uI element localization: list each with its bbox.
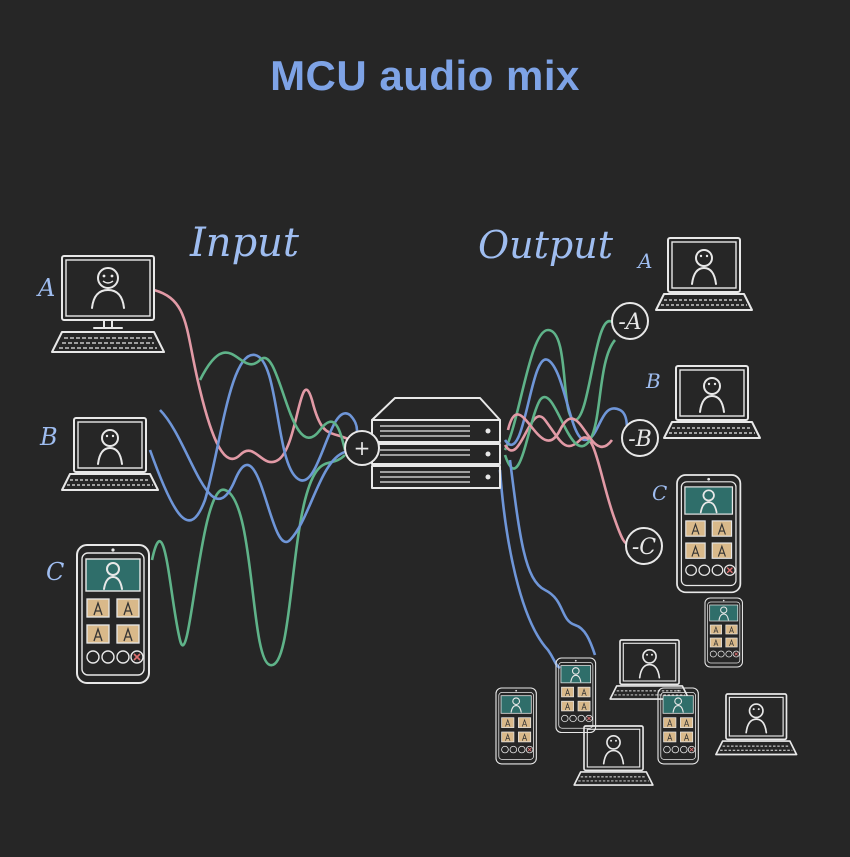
page-title: MCU audio mix <box>270 52 580 99</box>
input-laptop-b <box>61 417 159 491</box>
phone-icon <box>76 544 150 684</box>
phone-icon <box>555 657 597 734</box>
laptop-icon <box>663 365 761 439</box>
mix-a-label: -A <box>618 310 641 335</box>
phone-icon <box>657 687 699 765</box>
phone-icon <box>676 474 742 594</box>
output-label: Output <box>478 223 614 267</box>
mixer-plus-icon: + <box>344 430 380 466</box>
output-mix-a: -A <box>611 302 649 340</box>
input-phone-c <box>76 544 150 684</box>
input-laptop-a <box>51 255 165 353</box>
mix-c-label: -C <box>632 535 656 560</box>
phone-icon <box>704 597 743 668</box>
output-phone-c <box>676 474 742 594</box>
output-laptop-b <box>663 365 761 439</box>
mix-b-label: -B <box>628 427 652 452</box>
laptop-icon <box>61 417 159 491</box>
input-a-label: A <box>36 274 55 302</box>
output-waves <box>498 319 631 670</box>
laptop-icon <box>573 725 654 786</box>
output-mix-c: -C <box>625 527 663 565</box>
laptop-icon <box>655 237 753 311</box>
output-c-label: C <box>652 481 667 505</box>
laptop-icon <box>51 255 165 353</box>
phone-icon <box>495 687 537 765</box>
laptop-icon <box>715 693 798 756</box>
input-b-label: B <box>39 423 58 451</box>
mcu-server: + <box>344 397 501 489</box>
participant-crowd <box>495 597 798 786</box>
output-b-label: B <box>645 369 661 393</box>
output-mix-b: -B <box>621 419 659 457</box>
input-label: Input <box>189 220 300 266</box>
output-laptop-a <box>655 237 753 311</box>
input-c-label: C <box>46 558 64 586</box>
plus-label: + <box>354 436 371 460</box>
laptop-icon <box>609 639 690 700</box>
server-icon <box>371 397 501 489</box>
output-a-label: A <box>636 249 652 273</box>
input-waves <box>148 288 359 667</box>
